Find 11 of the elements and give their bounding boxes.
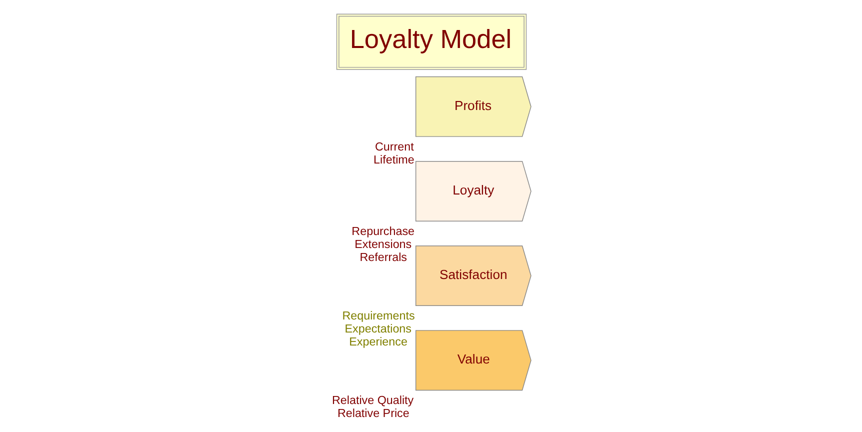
- node-label: Repurchase: [351, 224, 414, 238]
- node-label: Relative Quality: [332, 394, 414, 407]
- node-label: Experience: [348, 336, 407, 349]
- node-label: Relative Price: [336, 407, 409, 420]
- diagram-title: Loyalty Model: [349, 24, 512, 54]
- node-label: Lifetime: [373, 153, 414, 166]
- node-label: Requirements: [342, 309, 414, 322]
- node-label: Extensions: [354, 238, 412, 251]
- node-label: Current: [374, 140, 414, 154]
- node-label: Expectations: [344, 322, 412, 336]
- node-label: Referrals: [359, 251, 407, 264]
